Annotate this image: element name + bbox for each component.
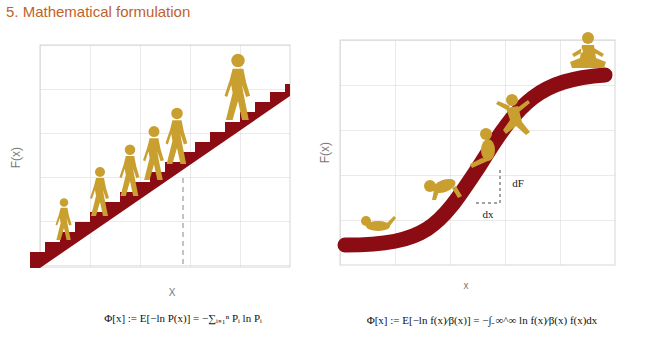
dashed-line xyxy=(183,178,184,268)
walking-figures xyxy=(56,54,251,240)
dashed-line xyxy=(500,170,501,203)
dashed-line xyxy=(476,203,500,204)
s-curve xyxy=(345,75,605,245)
axis-label: X xyxy=(169,287,176,298)
formula: Φ[x] := E[−ln P(x)] = −∑ᵢ₌₁ⁿ Pᵢ ln Pᵢ xyxy=(104,312,262,324)
grid xyxy=(340,40,615,265)
staircase xyxy=(30,84,290,268)
growth-figures xyxy=(361,32,606,231)
differential-label: dx xyxy=(483,208,494,220)
slide-title: 5. Mathematical formulation xyxy=(6,4,190,21)
formula: Φ[x] := E[−ln f(x)⁄β(x)] = −∫₋∞^∞ ln f(x… xyxy=(367,314,598,326)
differential-label: dF xyxy=(512,177,524,189)
axis-label: F(x) xyxy=(10,147,23,168)
axis-label: F(x) xyxy=(319,142,332,163)
axis-label: x xyxy=(464,280,469,291)
